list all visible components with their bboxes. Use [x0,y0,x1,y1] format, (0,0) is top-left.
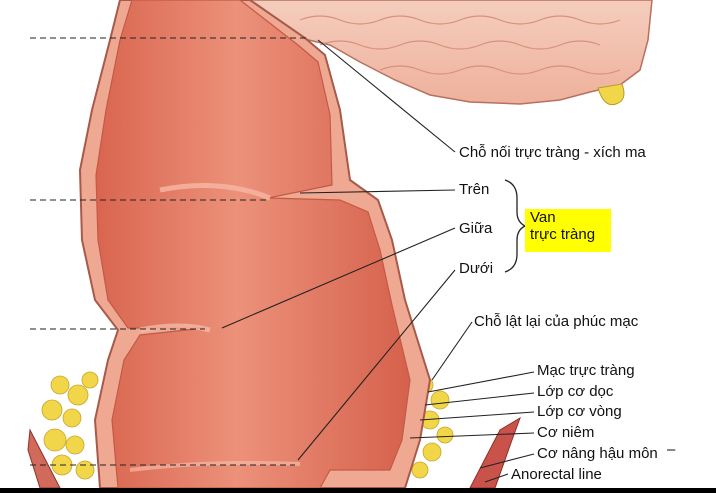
bottom-border [0,488,716,493]
upper-fold-highlight [159,183,271,201]
lower-fold-highlight [129,460,301,472]
label-rectosigmoid-junction: Chỗ nối trực tràng - xích ma [459,144,646,161]
label-anorectal-line: Anorectal line [511,466,602,483]
rectum-lumen [95,0,411,489]
label-lower-valve: Dưới [459,260,494,277]
appendix-epiploica [597,83,625,106]
level-guides [30,37,308,466]
label-rectal-fascia: Mạc trực tràng [537,362,635,379]
label-middle-valve: Giữa [459,220,493,237]
label-peritoneal-reflection: Chỗ lật lại của phúc mạc [474,313,639,330]
label-circular-muscle: Lớp cơ vòng [537,403,622,420]
label-longitudinal-muscle: Lớp cơ dọc [537,383,614,400]
rectal-valve-label-line2: trực tràng [530,226,596,243]
perirectal-fat [41,371,454,480]
label-levator-ani: Cơ nâng hậu môn [537,445,658,462]
dash-mark: – [667,441,676,458]
sigmoid-mucosa-folds [299,15,621,75]
leader-lines [221,39,535,483]
label-muscularis-mucosae: Cơ niêm [537,424,595,441]
valve-brace [504,179,527,273]
label-upper-valve: Trên [459,181,490,198]
rectal-valve-highlight: Van trực tràng [525,209,611,252]
rectal-valve-label-line1: Van [530,209,556,226]
